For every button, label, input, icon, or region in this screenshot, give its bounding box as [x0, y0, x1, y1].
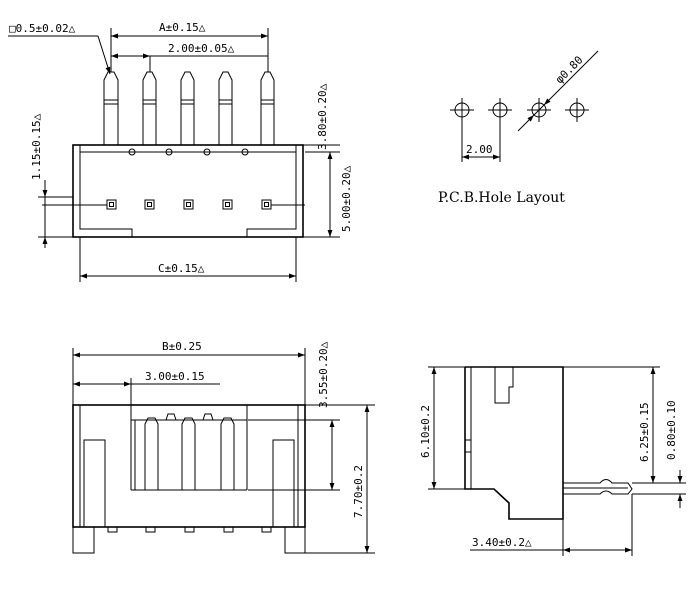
dim-pin-square: □0.5±0.02△: [9, 22, 76, 35]
top-view: □0.5±0.02△ A±0.15△ 2.00±0.05△ 1.15±0.15△…: [8, 21, 353, 282]
pcb-layout-caption: P.C.B.Hole Layout: [438, 190, 565, 206]
dim-lead-height: 6.25±0.15: [638, 402, 651, 462]
dim-a: A±0.15△: [159, 21, 206, 34]
dim-pitch: 2.00±0.05△: [168, 42, 235, 55]
dim-total-height: 7.70±0.2: [352, 465, 365, 518]
side-view-body: [464, 366, 564, 520]
dim-b: B±0.25: [162, 340, 202, 353]
dim-hole-pitch: 2.00: [466, 143, 493, 156]
dim-c: C±0.15△: [158, 262, 205, 275]
dim-body-height: 5.00±0.20△: [340, 165, 353, 232]
pcb-holes: [450, 98, 589, 122]
top-view-pads: [106, 199, 272, 210]
dim-pin-top: 3.55±0.20△: [317, 341, 330, 408]
dim-hole-dia: φ0.80: [553, 54, 586, 87]
side-view: 6.10±0.2 6.25±0.15 0.80±0.10 3.40±0.2△: [419, 366, 686, 556]
dim-offset: 1.15±0.15△: [30, 113, 43, 180]
front-view: B±0.25 3.00±0.15 3.55±0.20△ 7.70±0.2: [72, 340, 375, 554]
dim-lead-thickness: 0.80±0.10: [665, 400, 678, 460]
dim-pin-height: 3.80±0.20△: [316, 83, 329, 150]
dim-lead-length: 3.40±0.2△: [472, 536, 532, 549]
dim-side-height: 6.10±0.2: [419, 405, 432, 458]
top-view-body: [72, 144, 304, 238]
front-view-body: [72, 404, 306, 528]
dim-inner: 3.00±0.15: [145, 370, 205, 383]
top-view-pins: [103, 71, 275, 145]
pcb-hole-layout: φ0.80 2.00 P.C.B.Hole Layout: [438, 50, 599, 206]
front-view-pins: [134, 413, 235, 490]
